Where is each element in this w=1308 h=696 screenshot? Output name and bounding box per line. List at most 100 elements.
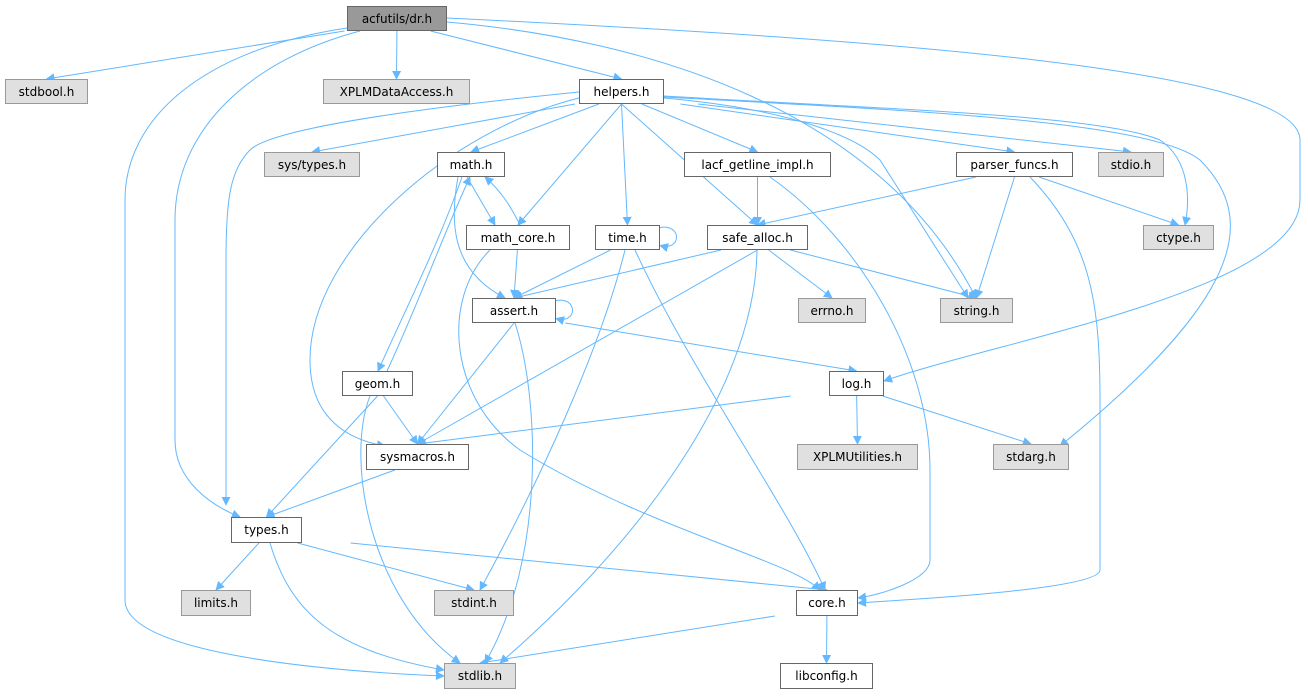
edge-log-to-xplmutil bbox=[852, 395, 862, 445]
edge-mathcore-to-math bbox=[484, 176, 521, 226]
node-label: parser_funcs.h bbox=[970, 157, 1059, 172]
node-errno[interactable]: errno.h bbox=[798, 298, 866, 323]
node-label: stdarg.h bbox=[1006, 450, 1056, 464]
node-types[interactable]: types.h bbox=[231, 517, 302, 543]
edge-geom-to-types bbox=[265, 395, 378, 518]
edge-parser-to-core bbox=[857, 176, 1101, 607]
edge-helpers-to-math bbox=[470, 103, 600, 154]
edge-dr-to-types bbox=[174, 30, 361, 519]
node-label: sys/types.h bbox=[277, 157, 347, 172]
edge-safealloc-to-errno bbox=[768, 249, 833, 299]
node-string[interactable]: string.h bbox=[940, 298, 1013, 323]
edge-types-to-stdint bbox=[297, 542, 475, 593]
edge-math-to-assert bbox=[453, 176, 506, 299]
node-label: string.h bbox=[953, 303, 1000, 318]
node-label: limits.h bbox=[193, 596, 239, 610]
edge-time-to-assert bbox=[513, 249, 611, 299]
node-label: helpers.h bbox=[593, 84, 650, 99]
node-label: XPLMDataAccess.h bbox=[339, 84, 454, 99]
edge-helpers-to-parser bbox=[680, 103, 1016, 156]
node-label: stdlib.h bbox=[457, 669, 503, 683]
edge-dr-to-string bbox=[446, 21, 977, 299]
node-assert[interactable]: assert.h bbox=[472, 298, 556, 323]
edge-time-to-time bbox=[659, 226, 677, 252]
node-label: lacf_getline_impl.h bbox=[701, 157, 814, 172]
node-label: geom.h bbox=[354, 376, 401, 391]
edge-parser-to-string bbox=[974, 176, 1015, 299]
node-systypes[interactable]: sys/types.h bbox=[264, 152, 360, 177]
node-label: XPLMUtilities.h bbox=[812, 450, 903, 464]
edge-safealloc-to-sysmacros bbox=[416, 249, 758, 445]
node-label: acfutils/dr.h bbox=[361, 11, 433, 26]
node-limits[interactable]: limits.h bbox=[181, 590, 251, 616]
edge-log-to-sysmacros bbox=[416, 395, 791, 448]
edge-helpers-to-lacf bbox=[641, 103, 759, 154]
edge-dr-to-stdbool bbox=[45, 30, 345, 83]
node-core[interactable]: core.h bbox=[796, 590, 858, 616]
edge-helpers-to-sysmacros bbox=[309, 97, 580, 450]
edge-dr-to-log bbox=[446, 17, 1301, 383]
node-log[interactable]: log.h bbox=[829, 371, 884, 396]
node-label: errno.h bbox=[810, 303, 854, 318]
edge-helpers-to-ctype bbox=[663, 95, 1191, 226]
node-libconfig[interactable]: libconfig.h bbox=[780, 663, 873, 689]
node-xplmda[interactable]: XPLMDataAccess.h bbox=[323, 79, 470, 104]
node-stdint[interactable]: stdint.h bbox=[434, 590, 514, 616]
node-xplmutil[interactable]: XPLMUtilities.h bbox=[797, 444, 918, 470]
edge-helpers-to-systypes bbox=[311, 103, 576, 155]
edge-dr-to-stdlib bbox=[124, 27, 445, 681]
edge-safealloc-to-stdlib bbox=[499, 249, 758, 664]
node-lacf[interactable]: lacf_getline_impl.h bbox=[684, 152, 831, 177]
node-label: types.h bbox=[244, 523, 289, 537]
node-label: safe_alloc.h bbox=[722, 230, 793, 245]
node-label: math_core.h bbox=[480, 230, 556, 245]
node-label: sysmacros.h bbox=[380, 450, 455, 464]
edge-core-to-stdlib bbox=[479, 615, 776, 667]
node-sysmacros[interactable]: sysmacros.h bbox=[366, 444, 469, 470]
edge-geom-to-stdlib bbox=[360, 395, 461, 664]
edge-parser-to-ctype bbox=[1038, 176, 1180, 227]
edge-types-to-core bbox=[350, 542, 828, 594]
edge-helpers-to-stdarg bbox=[663, 96, 1231, 447]
node-stdarg[interactable]: stdarg.h bbox=[993, 444, 1069, 470]
edge-types-to-limits bbox=[215, 542, 260, 591]
edge-helpers-to-stdio bbox=[697, 103, 1132, 156]
node-label: time.h bbox=[608, 230, 647, 245]
node-math[interactable]: math.h bbox=[437, 152, 505, 177]
node-label: stdint.h bbox=[451, 596, 497, 610]
edge-sysmacros-to-types bbox=[265, 469, 396, 519]
node-label: stdbool.h bbox=[18, 84, 75, 99]
node-safealloc[interactable]: safe_alloc.h bbox=[707, 225, 808, 250]
node-label: math.h bbox=[449, 157, 493, 172]
edge-time-to-stdint bbox=[479, 249, 626, 591]
edge-mathcore-to-core bbox=[458, 249, 821, 591]
edge-log-to-stdarg bbox=[882, 395, 1032, 446]
node-mathcore[interactable]: math_core.h bbox=[466, 225, 570, 250]
node-geom[interactable]: geom.h bbox=[342, 371, 413, 396]
node-label: ctype.h bbox=[1156, 230, 1201, 245]
node-label: assert.h bbox=[489, 303, 539, 318]
edge-mathcore-to-assert bbox=[510, 249, 520, 299]
edge-parser-to-safealloc bbox=[756, 176, 977, 228]
node-label: core.h bbox=[808, 596, 846, 610]
edge-helpers-to-mathcore bbox=[517, 103, 622, 226]
edge-helpers-to-time bbox=[621, 103, 632, 226]
edge-assert-to-stdlib bbox=[484, 322, 534, 664]
edge-helpers-to-string bbox=[663, 97, 969, 299]
edge-geom-to-math bbox=[386, 176, 471, 372]
edge-math-to-geom bbox=[377, 176, 463, 372]
node-label: libconfig.h bbox=[795, 669, 858, 683]
node-stdio[interactable]: stdio.h bbox=[1098, 152, 1164, 177]
node-ctype[interactable]: ctype.h bbox=[1143, 225, 1214, 250]
node-stdlib[interactable]: stdlib.h bbox=[444, 663, 516, 689]
node-helpers[interactable]: helpers.h bbox=[579, 79, 664, 104]
edge-assert-to-sysmacros bbox=[416, 322, 515, 445]
node-parser[interactable]: parser_funcs.h bbox=[956, 152, 1073, 177]
edge-helpers-to-types bbox=[221, 91, 580, 506]
node-time[interactable]: time.h bbox=[595, 225, 660, 250]
edge-safealloc-to-string bbox=[790, 249, 978, 301]
node-dr[interactable]: acfutils/dr.h bbox=[347, 6, 447, 31]
node-stdbool[interactable]: stdbool.h bbox=[5, 79, 88, 104]
edge-safealloc-to-assert bbox=[513, 249, 722, 301]
